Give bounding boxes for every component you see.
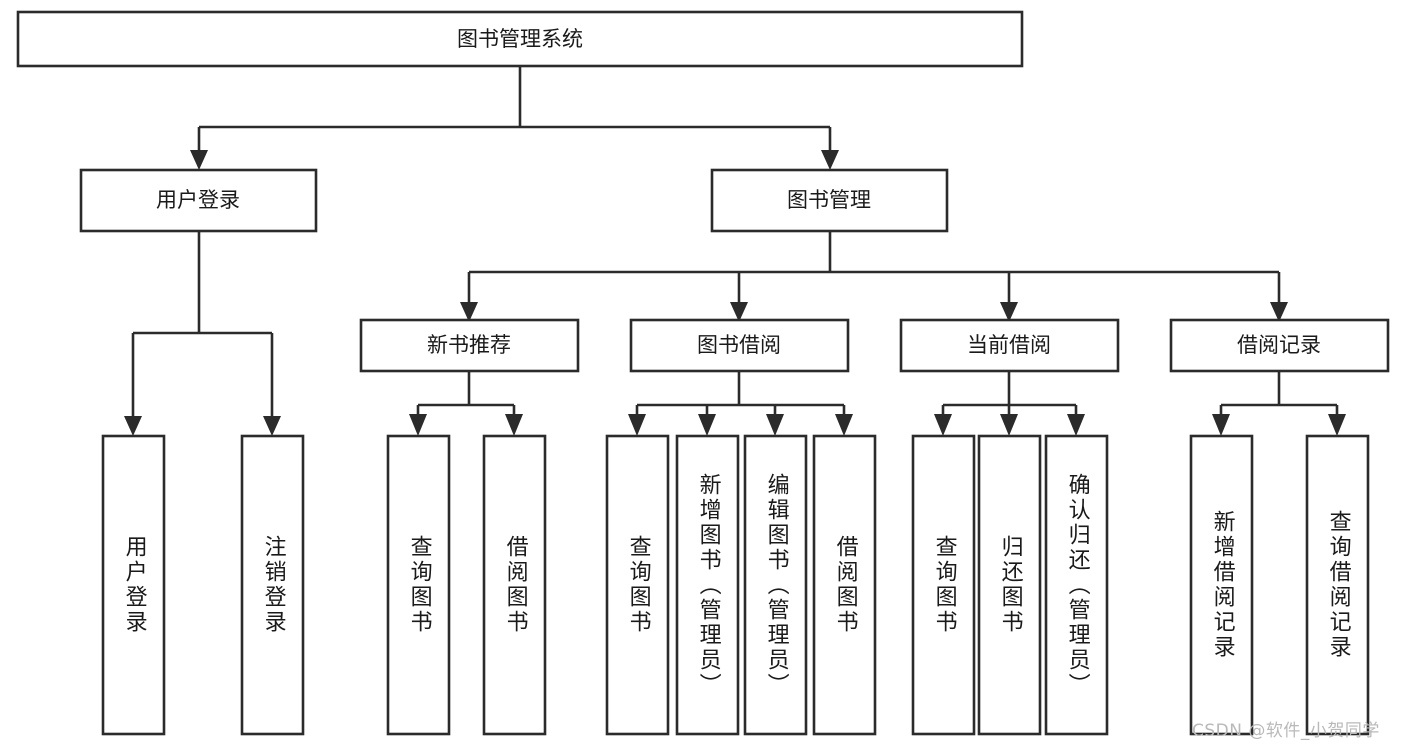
connector-group-current-borrow <box>934 371 1085 436</box>
node-book-borrow[interactable] <box>629 318 850 373</box>
node-book-manage-label: 图书管理 <box>787 188 871 212</box>
arrow-head-leaf-logout <box>263 416 281 436</box>
node-leaf-query-record[interactable] <box>1305 434 1370 736</box>
node-book-borrow-label: 图书借阅 <box>697 333 781 357</box>
arrow-head-user-login <box>190 150 208 170</box>
node-leaf-borrow-book-1[interactable] <box>482 434 547 736</box>
node-leaf-query-book-1[interactable] <box>386 434 451 736</box>
node-leaf-confirm-return[interactable] <box>1044 434 1109 736</box>
node-borrow-record[interactable] <box>1169 318 1390 373</box>
csdn-watermark: CSDN @软件_小贺同学 <box>1192 721 1380 741</box>
node-current-borrow-label: 当前借阅 <box>967 333 1051 357</box>
arrow-head-leaf-user-login <box>124 416 142 436</box>
arrow-head-leaf-query-book-2 <box>628 414 646 436</box>
connector-group-root <box>190 66 839 170</box>
node-leaf-borrow-book-2[interactable] <box>812 434 877 736</box>
arrow-head-leaf-add-record <box>1212 414 1230 436</box>
arrow-head-leaf-borrow-book-1 <box>505 414 523 436</box>
arrow-head-leaf-edit-book <box>766 414 784 436</box>
node-leaf-add-book[interactable] <box>675 434 740 736</box>
connector-group-user-login <box>124 231 281 436</box>
node-root[interactable] <box>16 10 1024 68</box>
node-leaf-edit-book[interactable] <box>743 434 808 736</box>
node-root-label: 图书管理系统 <box>457 27 583 51</box>
arrow-head-current-borrow <box>1000 302 1018 322</box>
arrow-head-leaf-query-book-3 <box>934 414 952 436</box>
node-borrow-record-label: 借阅记录 <box>1237 333 1321 357</box>
connector-group-borrow-record <box>1212 371 1346 436</box>
node-book-manage[interactable] <box>710 168 949 233</box>
node-current-borrow[interactable] <box>899 318 1120 373</box>
connector-group-book-borrow <box>628 371 853 436</box>
node-new-book-rec-label: 新书推荐 <box>427 333 511 357</box>
node-leaf-query-book-2[interactable] <box>605 434 670 736</box>
connector-group-book-manage <box>460 231 1288 322</box>
node-leaf-return-book[interactable] <box>977 434 1042 736</box>
node-user-login[interactable] <box>79 168 318 233</box>
arrow-head-leaf-query-record <box>1328 414 1346 436</box>
arrow-head-leaf-add-book <box>698 414 716 436</box>
arrow-head-leaf-return-book <box>1000 414 1018 436</box>
arrow-head-book-manage <box>821 150 839 170</box>
arrow-head-leaf-borrow-book-2 <box>835 414 853 436</box>
arrow-head-new-book-rec <box>460 302 478 322</box>
arrow-head-book-borrow <box>730 302 748 322</box>
node-leaf-user-login[interactable] <box>101 434 166 736</box>
node-new-book-rec[interactable] <box>359 318 580 373</box>
node-user-login-label: 用户登录 <box>156 188 240 212</box>
node-leaf-add-record[interactable] <box>1189 434 1254 736</box>
connector-group-new-book-rec <box>409 371 523 436</box>
arrow-head-leaf-query-book-1 <box>409 414 427 436</box>
node-leaf-logout[interactable] <box>240 434 305 736</box>
node-leaf-query-book-3[interactable] <box>911 434 976 736</box>
arrow-head-leaf-confirm-return <box>1067 414 1085 436</box>
arrow-head-borrow-record <box>1270 302 1288 322</box>
